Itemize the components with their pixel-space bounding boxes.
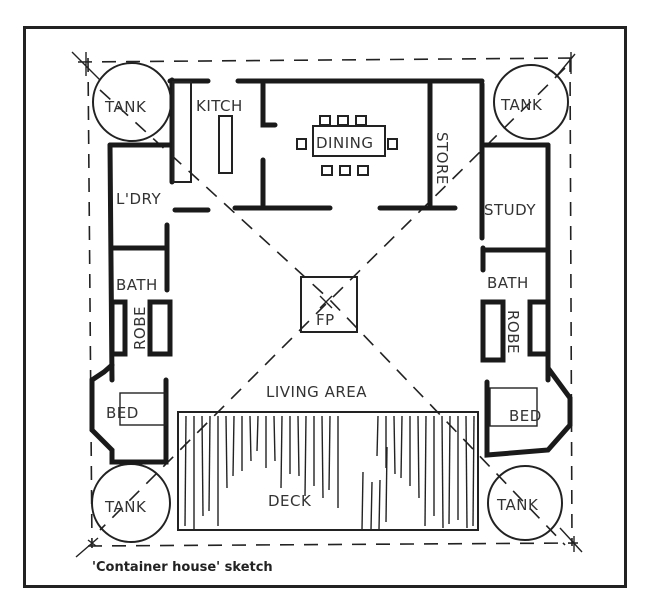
label-kitchen: KITCH xyxy=(196,97,243,115)
tank-top-right xyxy=(493,64,569,140)
deck-board xyxy=(201,415,204,517)
deck-board xyxy=(361,471,364,531)
label-fireplace: FP xyxy=(316,311,335,329)
deck-board xyxy=(232,415,235,477)
deck-board xyxy=(304,415,307,497)
deck-board xyxy=(184,415,187,527)
deck-board xyxy=(424,415,427,527)
deck-board xyxy=(225,415,228,489)
tank-bottom-right xyxy=(487,465,563,541)
label-bath-left: BATH xyxy=(116,276,158,294)
bed-left xyxy=(119,392,167,426)
kitchen-bench xyxy=(172,81,192,183)
label-tank-bottom-right: TANK xyxy=(496,496,539,514)
caption: 'Container house' sketch xyxy=(92,560,273,575)
deck-board xyxy=(448,415,451,525)
fireplace xyxy=(300,276,358,333)
dining-furniture xyxy=(296,115,398,176)
axis-lines xyxy=(99,67,566,546)
deck-board xyxy=(328,415,331,491)
deck-board xyxy=(376,415,379,457)
bed-right xyxy=(489,387,538,427)
deck-board xyxy=(297,415,300,477)
label-bed-left: BED xyxy=(106,404,139,422)
deck-board xyxy=(208,415,211,512)
label-study: STUDY xyxy=(484,201,536,219)
label-bed-right: BED xyxy=(509,407,542,425)
deck-board xyxy=(378,479,381,531)
deck xyxy=(177,411,479,531)
deck-board xyxy=(280,415,283,489)
deck-board xyxy=(385,446,388,523)
label-living-area: LIVING AREA xyxy=(266,383,367,401)
label-deck: DECK xyxy=(268,492,312,510)
deck-board xyxy=(393,415,396,475)
label-robe-right: ROBE xyxy=(504,310,522,354)
deck-board xyxy=(249,415,252,462)
label-robe-left: ROBE xyxy=(131,306,149,350)
deck-board xyxy=(465,415,468,529)
deck-board xyxy=(321,415,324,499)
deck-board xyxy=(370,481,373,531)
label-store: STORE xyxy=(433,132,451,185)
label-tank-top-right: TANK xyxy=(500,96,543,114)
deck-board xyxy=(256,415,259,452)
label-tank-top-left: TANK xyxy=(104,98,147,116)
label-dining: DINING xyxy=(316,134,373,152)
deck-board xyxy=(441,415,444,529)
label-tank-bottom-left: TANK xyxy=(104,498,147,516)
deck-board xyxy=(400,415,403,479)
deck-board xyxy=(472,415,475,527)
deck-board xyxy=(273,415,276,462)
label-laundry: L'DRY xyxy=(116,190,161,208)
deck-boards xyxy=(184,415,475,531)
kitchen-island xyxy=(218,115,233,174)
deck-board xyxy=(417,415,420,499)
site-boundary xyxy=(71,51,583,558)
label-bath-right: BATH xyxy=(487,274,529,292)
